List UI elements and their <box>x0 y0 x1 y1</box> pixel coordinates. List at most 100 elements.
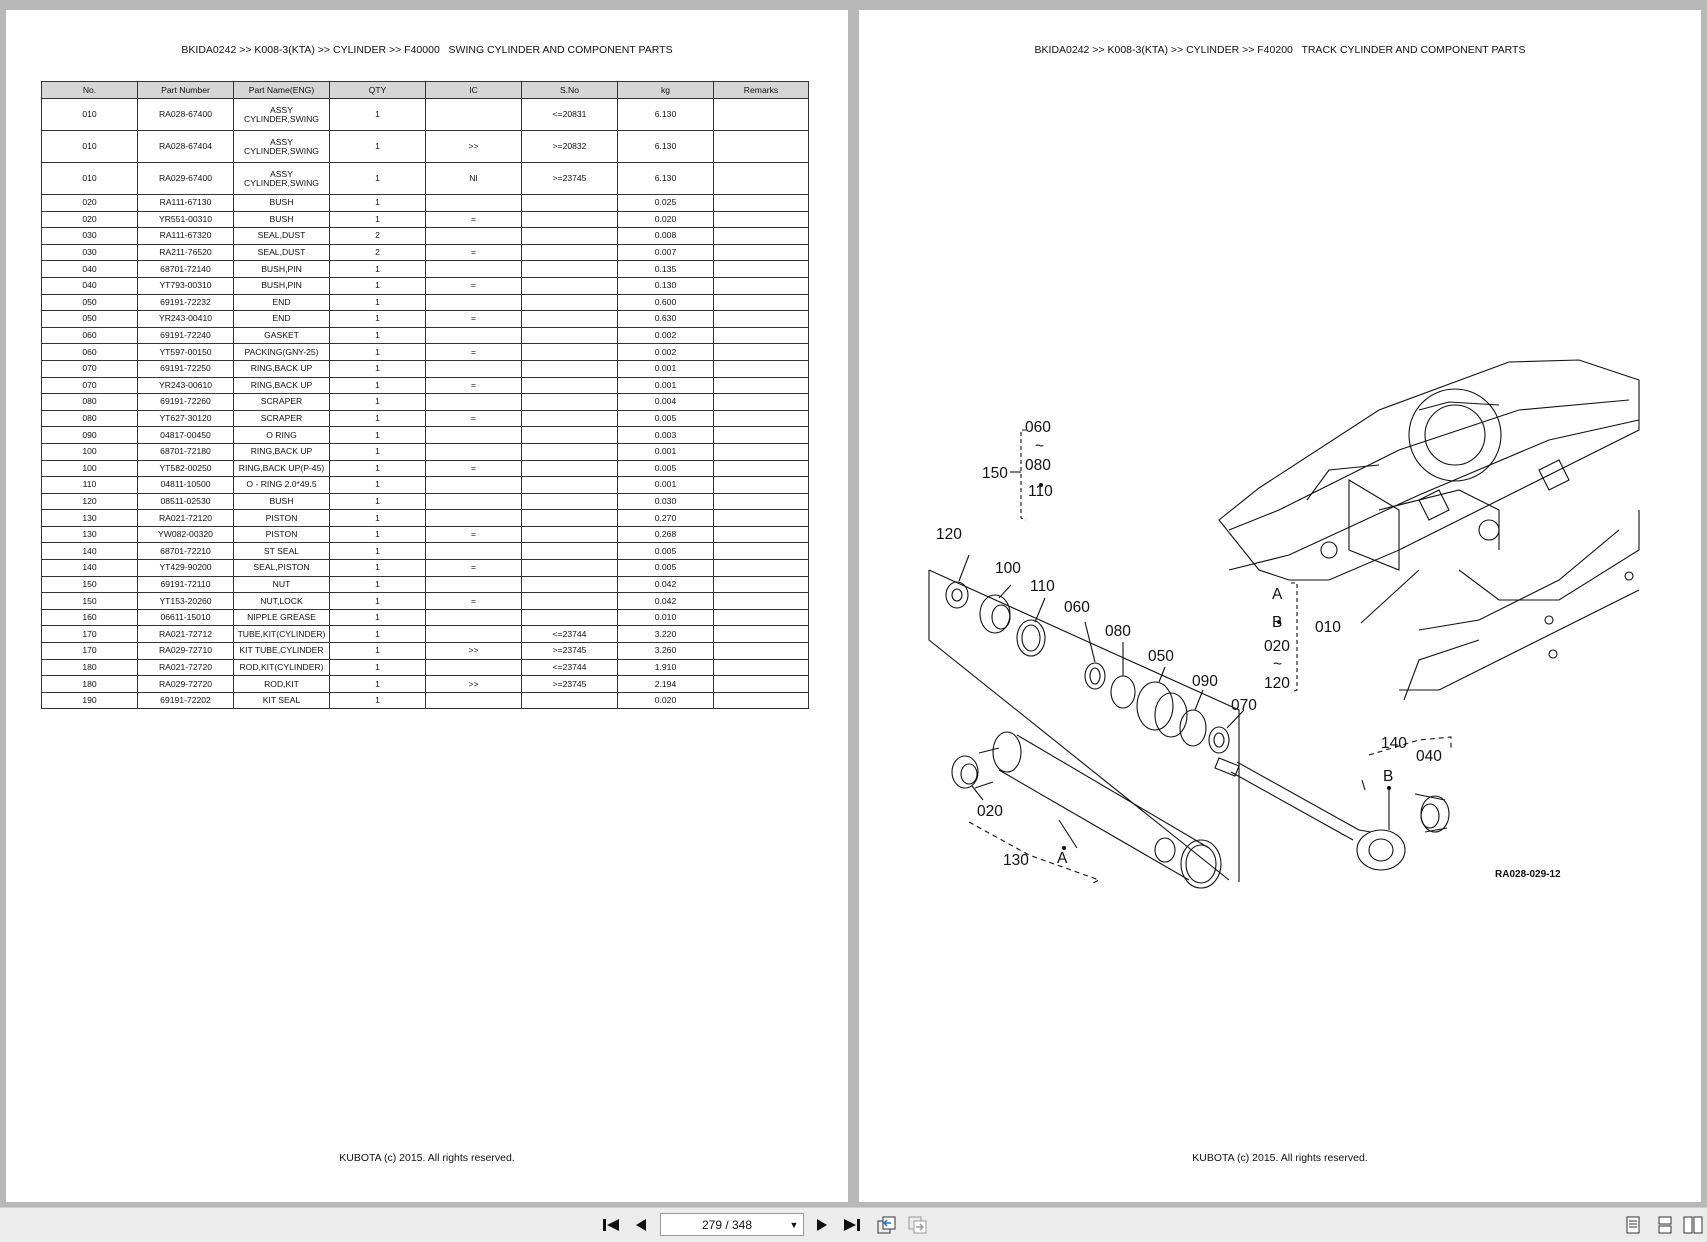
cell-ic <box>425 658 522 677</box>
cell-kg: 0.003 <box>617 426 714 444</box>
cell-part-name-line2: CYLINDER,SWING <box>244 113 319 124</box>
cell-part-name: RING,BACK UP(P-45) <box>233 459 330 478</box>
cell-ic: = <box>425 276 522 295</box>
cell-no: 040 <box>41 276 138 295</box>
two-page-view-button[interactable] <box>1682 1215 1704 1235</box>
label-100: 100 <box>995 560 1021 577</box>
cell-qty: 1 <box>329 509 426 527</box>
cell-ic <box>425 326 522 345</box>
label-tilde-top: ~ <box>1035 438 1044 455</box>
cell-part-name: KIT SEAL <box>233 691 330 710</box>
prev-page-button[interactable] <box>630 1215 652 1235</box>
cell-ic: = <box>425 525 522 544</box>
go-forward-button[interactable] <box>907 1215 929 1235</box>
cell-remarks <box>713 691 809 710</box>
cell-ic <box>425 608 522 627</box>
cell-no: 080 <box>41 393 138 411</box>
cell-no: 110 <box>41 476 138 494</box>
label-080: 080 <box>1105 623 1131 640</box>
cell-part-name: RING,BACK UP <box>233 359 330 378</box>
cell-remarks <box>713 476 809 494</box>
first-page-button[interactable] <box>600 1215 622 1235</box>
cell-remarks <box>713 525 809 544</box>
cell-qty: 1 <box>329 575 426 594</box>
cell-part-name: ST SEAL <box>233 542 330 561</box>
cell-ic: = <box>425 559 522 577</box>
cell-qty: 1 <box>329 658 426 677</box>
cell-qty: 1 <box>329 525 426 544</box>
cell-part-number: YW082-00320 <box>137 525 234 544</box>
cell-qty: 1 <box>329 359 426 378</box>
next-page-button[interactable] <box>811 1215 833 1235</box>
cell-no: 060 <box>41 343 138 361</box>
column-header-no: No. <box>41 81 138 99</box>
cell-sno <box>521 376 618 395</box>
cell-kg: 0.005 <box>617 559 714 577</box>
cell-ic <box>425 393 522 411</box>
cell-part-name: BUSH <box>233 210 330 229</box>
viewer-toolbar: 279 / 348 ▼ <box>0 1207 1707 1242</box>
cell-part-number: YR243-00410 <box>137 310 234 328</box>
cell-ic <box>425 476 522 494</box>
parts-table: No. Part Number Part Name(ENG) QTY IC S.… <box>41 81 809 710</box>
cell-no: 050 <box>41 293 138 312</box>
go-back-icon <box>877 1216 896 1234</box>
cell-sno <box>521 442 618 461</box>
cell-remarks <box>713 625 809 644</box>
cell-sno <box>521 194 618 212</box>
cell-qty: 1 <box>329 326 426 345</box>
cell-part-number: 69191-72110 <box>137 575 234 594</box>
cell-remarks <box>713 376 809 395</box>
column-header-remarks: Remarks <box>713 81 809 99</box>
cell-sno <box>521 276 618 295</box>
cell-no: 140 <box>41 542 138 561</box>
cell-remarks <box>713 210 809 229</box>
page-number-selector[interactable]: 279 / 348 ▼ <box>660 1213 804 1236</box>
label-tilde-group: ~ <box>1273 656 1282 673</box>
cell-ic <box>425 542 522 561</box>
last-page-button[interactable] <box>841 1215 863 1235</box>
cell-part-name: RING,BACK UP <box>233 376 330 395</box>
cell-part-name: BUSH,PIN <box>233 276 330 295</box>
cell-ic <box>425 442 522 461</box>
cell-part-number: RA021-72120 <box>137 509 234 527</box>
cell-remarks <box>713 459 809 478</box>
label-130: 130 <box>1003 852 1029 869</box>
cell-qty: 1 <box>329 343 426 361</box>
cell-kg: 0.042 <box>617 592 714 610</box>
continuous-view-button[interactable] <box>1654 1215 1676 1235</box>
label-040: 040 <box>1416 748 1442 765</box>
cell-kg: 0.600 <box>617 293 714 312</box>
cell-kg: 0.268 <box>617 525 714 544</box>
cell-remarks <box>713 658 809 677</box>
cell-qty: 1 <box>329 393 426 411</box>
chevron-down-icon: ▼ <box>789 1219 799 1230</box>
cell-remarks <box>713 343 809 361</box>
cell-ic: >> <box>425 130 522 163</box>
label-010: 010 <box>1315 619 1341 636</box>
leader-010 <box>1360 569 1420 624</box>
cell-part-number: 06611-15010 <box>137 608 234 627</box>
cell-remarks <box>713 276 809 295</box>
cell-ic <box>425 575 522 594</box>
cell-kg: 0.002 <box>617 326 714 345</box>
cell-qty: 2 <box>329 243 426 262</box>
cell-no: 190 <box>41 691 138 710</box>
cell-remarks <box>713 326 809 345</box>
cell-kg: 0.001 <box>617 359 714 378</box>
go-back-button[interactable] <box>876 1215 898 1235</box>
single-page-view-button[interactable] <box>1622 1215 1644 1235</box>
cell-part-name: BUSH <box>233 492 330 511</box>
cell-part-name-line2: CYLINDER,SWING <box>244 177 319 188</box>
cell-no: 160 <box>41 608 138 627</box>
cell-no: 070 <box>41 359 138 378</box>
machine-frame-drawing <box>1218 359 1640 701</box>
cell-remarks <box>713 194 809 212</box>
